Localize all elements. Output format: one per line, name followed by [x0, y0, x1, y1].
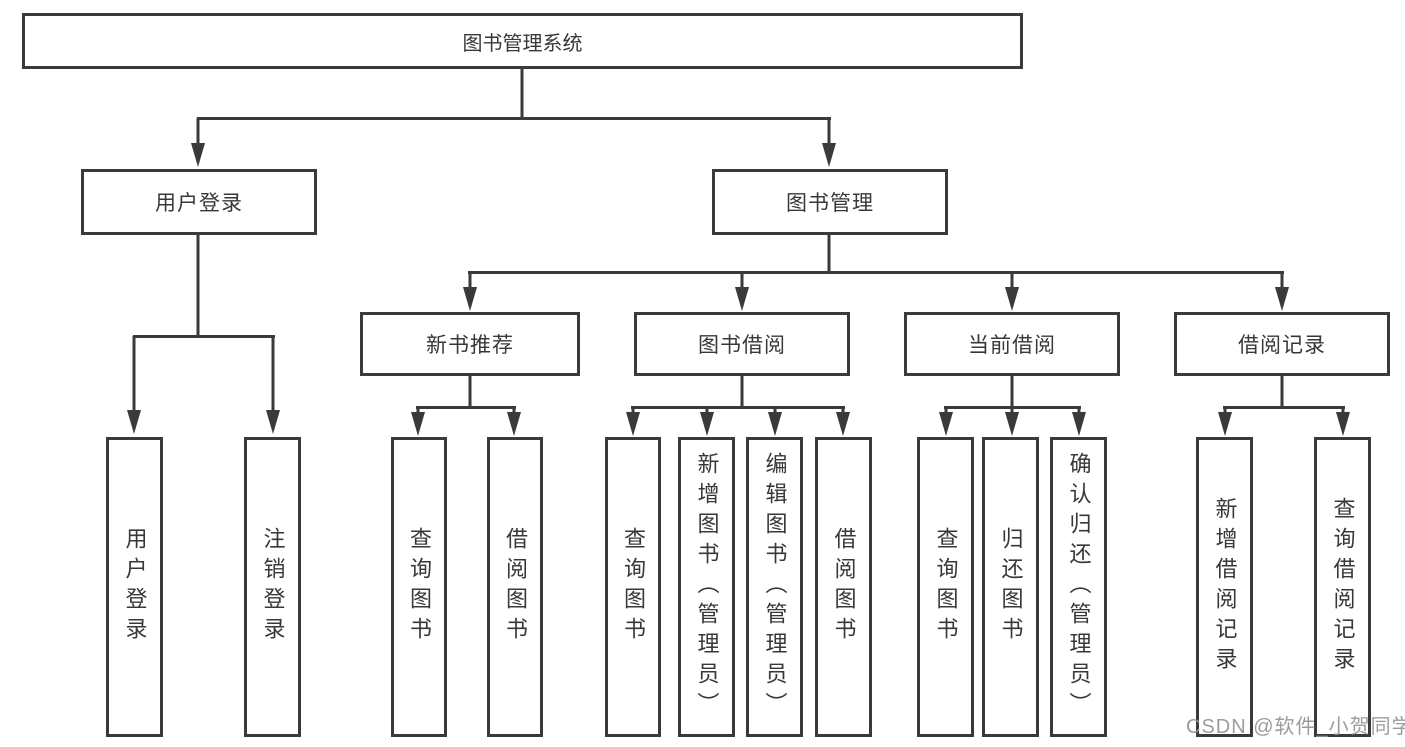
edge-line: [1010, 376, 1014, 409]
leaf-current-query-books: 查询图书: [917, 437, 974, 737]
edge-line: [1010, 407, 1014, 416]
arrow-down-icon: [1072, 412, 1086, 436]
leaf-label: 归还图书: [998, 527, 1024, 647]
edge-line: [196, 118, 200, 144]
node-book-borrow: 图书借阅: [634, 312, 850, 376]
edge-line: [631, 406, 845, 409]
arrow-down-icon: [700, 412, 714, 436]
edge-line: [740, 272, 744, 290]
edge-line: [133, 335, 275, 338]
node-new-book-recommend: 新书推荐: [360, 312, 580, 376]
leaf-label: 查询图书: [407, 527, 432, 647]
edge-line: [827, 234, 831, 274]
leaf-label: 编辑图书（管理员）: [762, 452, 788, 722]
edge-line: [1223, 407, 1227, 416]
leaf-label: 确认归还（管理员）: [1066, 452, 1092, 722]
edge-line: [197, 117, 831, 120]
edge-line: [271, 336, 275, 412]
leaf-records-add-record: 新增借阅记录: [1196, 437, 1253, 737]
leaf-logout: 注销登录: [244, 437, 301, 737]
node-borrow-records: 借阅记录: [1174, 312, 1390, 376]
arrow-down-icon: [836, 412, 850, 436]
edge-line: [1341, 407, 1345, 416]
arrow-down-icon: [127, 410, 141, 434]
edge-line: [468, 272, 472, 290]
leaf-label: 新增借阅记录: [1212, 497, 1238, 677]
leaf-borrow-add-books-admin: 新增图书（管理员）: [678, 437, 735, 737]
leaf-user-login: 用户登录: [106, 437, 163, 737]
edge-line: [1223, 406, 1345, 409]
leaf-records-query-record: 查询借阅记录: [1314, 437, 1371, 737]
arrow-down-icon: [463, 287, 477, 311]
leaf-label: 查询图书: [621, 527, 646, 647]
edge-line: [132, 336, 136, 412]
edge-line: [1010, 272, 1014, 290]
leaf-borrow-borrow-books: 借阅图书: [815, 437, 872, 737]
arrow-down-icon: [1005, 287, 1019, 311]
arrow-down-icon: [1005, 412, 1019, 436]
leaf-current-return-books: 归还图书: [982, 437, 1039, 737]
edge-line: [196, 234, 200, 337]
edge-line: [740, 376, 744, 409]
edge-line: [773, 407, 777, 416]
edge-line: [520, 68, 524, 118]
node-book-management: 图书管理: [712, 169, 948, 235]
edge-line: [631, 407, 635, 416]
arrow-down-icon: [735, 287, 749, 311]
edge-line: [468, 376, 472, 409]
arrow-down-icon: [1218, 412, 1232, 436]
csdn-watermark: CSDN @软件_小贺同学: [1186, 716, 1405, 738]
leaf-newbook-borrow-books: 借阅图书: [487, 437, 543, 737]
arrow-down-icon: [507, 412, 521, 436]
arrow-down-icon: [266, 410, 280, 434]
edge-line: [705, 407, 709, 416]
arrow-down-icon: [191, 143, 205, 167]
edge-line: [1077, 407, 1081, 416]
node-root-library-system: 图书管理系统: [22, 13, 1023, 69]
leaf-label: 注销登录: [260, 527, 286, 647]
node-user-login: 用户登录: [81, 169, 317, 235]
edge-line: [468, 271, 1284, 274]
edge-line: [827, 118, 831, 144]
leaf-label: 借阅图书: [503, 527, 528, 647]
arrow-down-icon: [411, 412, 425, 436]
arrow-down-icon: [768, 412, 782, 436]
leaf-borrow-edit-books-admin: 编辑图书（管理员）: [746, 437, 803, 737]
leaf-label: 查询借阅记录: [1330, 497, 1356, 677]
arrow-down-icon: [1336, 412, 1350, 436]
edge-line: [841, 407, 845, 416]
node-current-borrow: 当前借阅: [904, 312, 1120, 376]
edge-line: [1280, 376, 1284, 409]
edge-line: [1280, 272, 1284, 290]
edge-line: [944, 407, 948, 416]
edge-line: [416, 407, 420, 416]
leaf-label: 用户登录: [122, 527, 148, 647]
leaf-newbook-query-books: 查询图书: [391, 437, 447, 737]
arrow-down-icon: [822, 143, 836, 167]
arrow-down-icon: [1275, 287, 1289, 311]
edge-line: [512, 407, 516, 416]
leaf-current-confirm-return-admin: 确认归还（管理员）: [1050, 437, 1107, 737]
arrow-down-icon: [939, 412, 953, 436]
arrow-down-icon: [626, 412, 640, 436]
leaf-label: 新增图书（管理员）: [694, 452, 720, 722]
leaf-label: 借阅图书: [831, 527, 857, 647]
leaf-borrow-query-books: 查询图书: [605, 437, 661, 737]
leaf-label: 查询图书: [933, 527, 959, 647]
edge-line: [416, 406, 516, 409]
